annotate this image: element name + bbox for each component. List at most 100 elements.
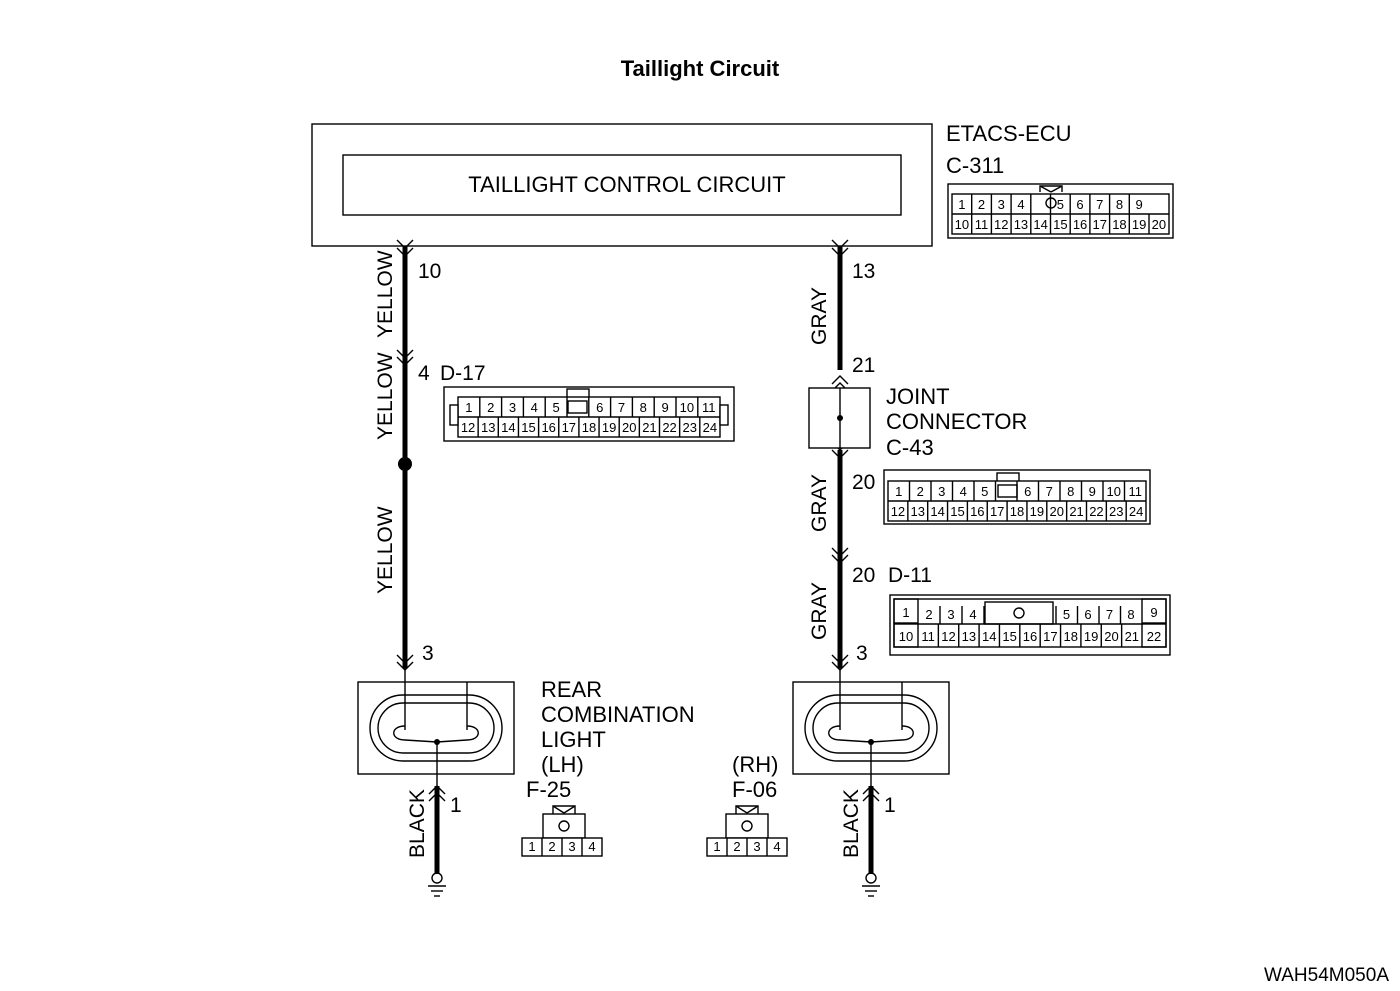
connector-pin-label: 15 <box>521 420 535 435</box>
lamp-label-line1: REAR <box>541 677 602 702</box>
left-ground-symbol <box>428 872 446 897</box>
connector-pin-label: 20 <box>1049 504 1063 519</box>
connector-pin-label: 10 <box>1107 484 1121 499</box>
connector-pin-label: 12 <box>461 420 475 435</box>
right-lamp-symbol <box>792 668 950 786</box>
connector-pin-label: 6 <box>1076 197 1083 212</box>
connector-pin-label: 15 <box>1053 217 1067 232</box>
connector-pin-label: 1 <box>713 839 720 854</box>
left-wire-color-3: YELLOW <box>374 506 397 594</box>
connector-pin-label: 19 <box>1030 504 1044 519</box>
right-d11-pin: 20 <box>852 564 875 587</box>
connector-pin-label: 8 <box>640 400 647 415</box>
connector-pin-label: 15 <box>950 504 964 519</box>
connector-pin-label: 6 <box>1024 484 1031 499</box>
connector-pin-label: 18 <box>582 420 596 435</box>
lamp-label-line2: COMBINATION <box>541 702 695 727</box>
connector-pin-label: 9 <box>1136 197 1143 212</box>
connector-pin-label: 3 <box>938 484 945 499</box>
connector-pin-label: 13 <box>1014 217 1028 232</box>
connector-pin-label: 4 <box>960 484 967 499</box>
connector-pin-label: 2 <box>925 607 932 622</box>
right-ground-color: BLACK <box>840 789 863 858</box>
connector-pin-label: 7 <box>618 400 625 415</box>
joint-label-line2: CONNECTOR <box>886 409 1027 434</box>
connector-pin-label: 2 <box>487 400 494 415</box>
joint-label-line1: JOINT <box>886 384 950 409</box>
connector-pin-label: 1 <box>528 839 535 854</box>
connector-pin-label: 18 <box>1112 217 1126 232</box>
diagram-title: Taillight Circuit <box>621 56 780 81</box>
connector-pin-label: 3 <box>568 839 575 854</box>
connector-pin-label: 16 <box>1073 217 1087 232</box>
connector-pin-label: 21 <box>1069 504 1083 519</box>
connector-pin-label: 22 <box>1089 504 1103 519</box>
connector-pin-label: 18 <box>1063 629 1077 644</box>
connector-pin-label: 4 <box>588 839 595 854</box>
connector-pin-label: 15 <box>1002 629 1016 644</box>
connector-pin-label: 10 <box>680 400 694 415</box>
connector-pin-label: 8 <box>1127 607 1134 622</box>
connector-pin-label: 9 <box>661 400 668 415</box>
connector-pin-label: 11 <box>1129 484 1143 499</box>
connector-pin-label: 19 <box>1132 217 1146 232</box>
joint-pin-in: 21 <box>852 354 875 377</box>
connector-pin-label: 21 <box>1125 629 1139 644</box>
connector-pin-label: 16 <box>1023 629 1037 644</box>
connector-pin-label: 11 <box>702 400 716 415</box>
taillight-control-circuit-label: TAILLIGHT CONTROL CIRCUIT <box>468 172 785 197</box>
connector-pin-label: 17 <box>562 420 576 435</box>
connector-pin-label: 13 <box>962 629 976 644</box>
lamp-left-side: (LH) <box>541 752 584 777</box>
connector-pin-label: 17 <box>1043 629 1057 644</box>
connector-pin-label: 4 <box>1017 197 1024 212</box>
connector-pin-label: 7 <box>1106 607 1113 622</box>
figure-code: WAH54M050A <box>1264 965 1389 986</box>
connector-pin-label: 14 <box>930 504 944 519</box>
connector-pin-label: 13 <box>911 504 925 519</box>
connector-pin-label: 23 <box>682 420 696 435</box>
connector-pin-label: 9 <box>1089 484 1096 499</box>
connector-pin-label: 14 <box>501 420 515 435</box>
connector-pin-label: 7 <box>1046 484 1053 499</box>
left-wire-color-1: YELLOW <box>374 250 397 338</box>
connector-pin-label: 2 <box>917 484 924 499</box>
connector-pin-label: 5 <box>1063 607 1070 622</box>
connector-pin-label: 18 <box>1010 504 1024 519</box>
connector-pin-label: 21 <box>642 420 656 435</box>
connector-pin-label: 6 <box>1084 607 1091 622</box>
connector-pin-label: 11 <box>975 217 989 232</box>
connector-pin-label: 3 <box>947 607 954 622</box>
right-wire-color-2: GRAY <box>808 474 831 532</box>
connector-pin-label: 22 <box>1147 629 1161 644</box>
connector-pin-label: 12 <box>994 217 1008 232</box>
connector-pin-label: 24 <box>703 420 717 435</box>
connector-pin-label: 13 <box>481 420 495 435</box>
right-ground-symbol <box>862 872 880 897</box>
right-lamp-pin: 3 <box>856 642 868 665</box>
connector-pin-label: 10 <box>955 217 969 232</box>
left-ground-color: BLACK <box>406 789 429 858</box>
connector-pin-label: 12 <box>891 504 905 519</box>
connector-pin-label: 10 <box>899 629 913 644</box>
left-d17-pin: 4 <box>418 362 430 385</box>
connector-pin-label: 16 <box>541 420 555 435</box>
connector-pin-label: 22 <box>662 420 676 435</box>
connector-pin-label: 3 <box>509 400 516 415</box>
f25-connector-code: F-25 <box>526 777 571 802</box>
connector-pin-label: 17 <box>990 504 1004 519</box>
connector-pin-label: 20 <box>1152 217 1166 232</box>
joint-connector-code: C-43 <box>886 435 934 460</box>
right-ecu-pin: 13 <box>852 260 875 283</box>
connector-pin-label: 1 <box>958 197 965 212</box>
connector-pin-label: 5 <box>552 400 559 415</box>
connector-pin-label: 11 <box>921 629 935 644</box>
connector-pin-label: 17 <box>1093 217 1107 232</box>
left-wire-color-2: YELLOW <box>374 352 397 440</box>
ecu-name: ETACS-ECU <box>946 121 1072 146</box>
connector-pin-label: 5 <box>981 484 988 499</box>
